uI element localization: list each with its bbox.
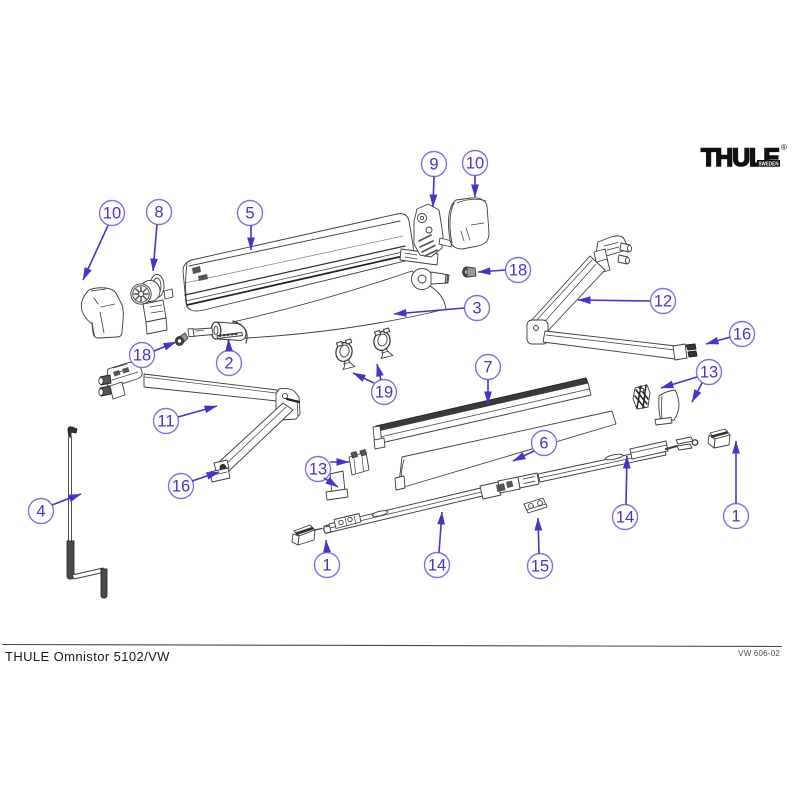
svg-text:6: 6 xyxy=(539,435,548,453)
svg-text:2: 2 xyxy=(224,355,233,373)
svg-text:12: 12 xyxy=(654,293,672,311)
svg-text:THULE Omnistor 5102/VW: THULE Omnistor 5102/VW xyxy=(5,649,170,664)
svg-text:8: 8 xyxy=(154,204,163,222)
svg-text:10: 10 xyxy=(103,205,121,223)
svg-text:THULE: THULE xyxy=(701,144,779,172)
svg-text:®: ® xyxy=(781,143,787,152)
svg-text:11: 11 xyxy=(157,413,174,431)
svg-text:1: 1 xyxy=(731,508,740,526)
svg-text:13: 13 xyxy=(700,364,718,382)
svg-text:14: 14 xyxy=(616,509,634,527)
svg-text:18: 18 xyxy=(133,347,151,365)
svg-text:16: 16 xyxy=(733,326,751,344)
svg-text:13: 13 xyxy=(309,461,327,479)
svg-text:VW 606-02: VW 606-02 xyxy=(738,649,780,658)
svg-text:19: 19 xyxy=(375,384,393,402)
svg-text:5: 5 xyxy=(245,205,254,223)
svg-text:14: 14 xyxy=(428,557,446,575)
svg-text:4: 4 xyxy=(36,503,45,521)
svg-text:1: 1 xyxy=(322,557,331,575)
svg-text:18: 18 xyxy=(509,262,527,280)
svg-text:16: 16 xyxy=(172,478,190,496)
svg-text:SWEDEN: SWEDEN xyxy=(759,161,779,167)
svg-text:7: 7 xyxy=(483,359,492,377)
svg-text:3: 3 xyxy=(472,300,481,318)
svg-text:15: 15 xyxy=(531,558,549,576)
svg-text:10: 10 xyxy=(466,155,484,173)
svg-text:9: 9 xyxy=(429,156,438,174)
